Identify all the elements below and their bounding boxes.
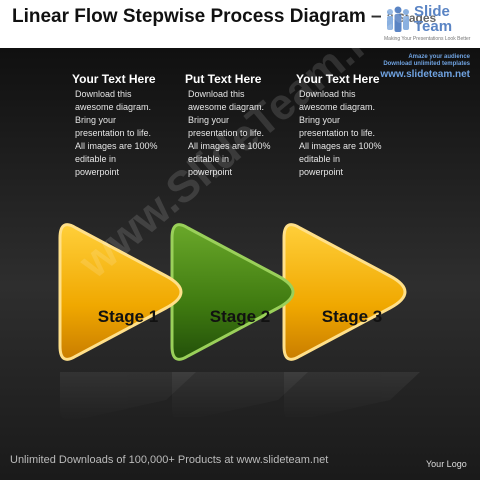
body-line: powerpoint — [188, 167, 233, 177]
stage-2-arrow[interactable]: Stage 2 — [170, 223, 295, 361]
body-line: All images are 100% — [75, 141, 158, 151]
body-line: presentation to life. — [188, 128, 265, 138]
column-body: Download this awesome diagram. Bring you… — [188, 88, 285, 179]
column-heading: Your Text Here — [72, 72, 156, 86]
body-line: All images are 100% — [299, 141, 382, 151]
promo-url[interactable]: www.slideteam.net — [380, 69, 470, 80]
your-logo-placeholder: Your Logo — [426, 459, 467, 469]
body-line: awesome diagram. — [299, 102, 376, 112]
body-line: Bring your — [75, 115, 117, 125]
text-column-3: Your Text Here Download this awesome dia… — [296, 72, 396, 179]
body-line: editable in — [299, 154, 341, 164]
promo-line1: Amaze your audience — [408, 54, 470, 60]
text-column-2: Put Text Here Download this awesome diag… — [185, 72, 285, 179]
stage-1-label: Stage 1 — [98, 307, 158, 326]
stage-3-arrow[interactable]: Stage 3 — [282, 223, 407, 361]
body-line: editable in — [75, 154, 117, 164]
column-heading: Your Text Here — [296, 72, 380, 86]
logo-wordmark: Slide Team — [414, 4, 452, 34]
slideteam-logo: Slide Team Making Your Presentations Loo… — [384, 4, 476, 44]
logo-tagline: Making Your Presentations Look Better — [384, 36, 471, 42]
title-main: Linear Flow Stepwise Process Diagram – — [12, 6, 382, 27]
body-line: powerpoint — [299, 167, 344, 177]
body-line: presentation to life. — [299, 128, 376, 138]
body-line: Bring your — [299, 115, 341, 125]
stage-3-label: Stage 3 — [322, 307, 382, 326]
promo-line2: Download unlimited templates — [383, 61, 470, 67]
column-body: Download this awesome diagram. Bring you… — [75, 88, 172, 179]
column-body: Download this awesome diagram. Bring you… — [299, 88, 396, 179]
header-bar: Linear Flow Stepwise Process Diagram – 3… — [0, 0, 480, 48]
footer-text: Unlimited Downloads of 100,000+ Products… — [10, 454, 329, 466]
arrow-reflections — [60, 372, 420, 421]
logo-line1: Slide — [414, 3, 450, 20]
body-line: presentation to life. — [75, 128, 152, 138]
body-line: editable in — [188, 154, 230, 164]
promo-block: Amaze your audience Download unlimited t… — [380, 54, 470, 80]
stage-1-arrow[interactable]: Stage 1 — [58, 223, 183, 361]
body-line: Download this — [75, 89, 132, 99]
column-heading: Put Text Here — [185, 72, 262, 86]
body-line: awesome diagram. — [188, 102, 265, 112]
body-line: Download this — [299, 89, 356, 99]
text-column-1: Your Text Here Download this awesome dia… — [72, 72, 172, 179]
body-line: All images are 100% — [188, 141, 271, 151]
body-line: Download this — [188, 89, 245, 99]
stage-2-label: Stage 2 — [210, 307, 270, 326]
people-logo-icon — [387, 6, 409, 32]
body-line: powerpoint — [75, 167, 120, 177]
body-line: Bring your — [188, 115, 230, 125]
body-line: awesome diagram. — [75, 102, 152, 112]
logo-line2: Team — [414, 18, 453, 35]
